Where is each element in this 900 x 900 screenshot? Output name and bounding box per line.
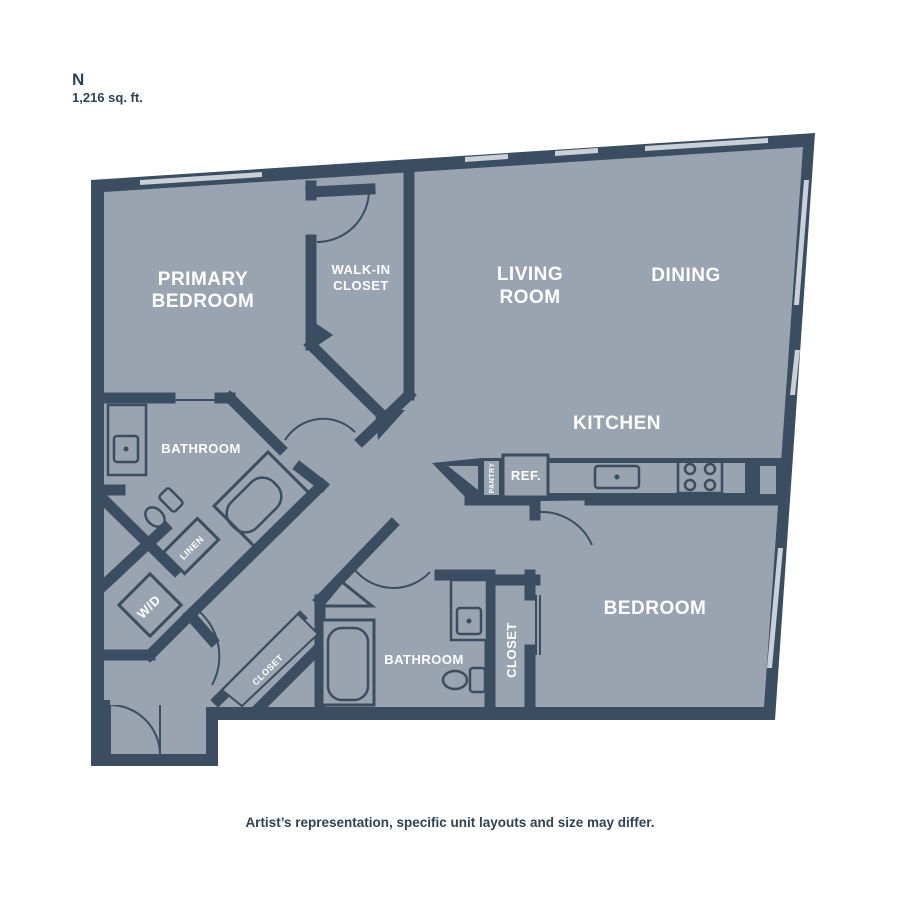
wall-wedge: [375, 410, 405, 440]
label-living-room: LIVING: [497, 264, 563, 285]
kitchen-column-inner: [760, 466, 776, 494]
bathroom-sink-icon: [112, 434, 140, 464]
wall-wedge: [311, 320, 333, 350]
bathroom-sink-icon: [455, 606, 483, 636]
floor-area: [104, 147, 803, 754]
drain-icon: [123, 446, 129, 452]
unit-area: 1,216 sq. ft.: [72, 90, 143, 105]
label-bedroom: BEDROOM: [604, 598, 707, 619]
label-bathroom-second: BATHROOM: [384, 652, 464, 667]
toilet-icon: [144, 487, 184, 528]
stove-icon: [676, 459, 724, 495]
wall-wedge: [318, 579, 377, 608]
label-walk-in-closet-2: CLOSET: [333, 278, 389, 293]
label-living-room-2: ROOM: [499, 287, 560, 308]
linen-cabinet: [161, 516, 221, 576]
counter-end: [448, 466, 478, 490]
bathtub-basin-icon: [326, 626, 370, 702]
counter-top: [547, 461, 747, 495]
windows: [140, 138, 809, 668]
hall-closet-box: [220, 612, 320, 708]
label-bathroom-primary: BATHROOM: [161, 441, 241, 456]
entry-wall: [104, 700, 110, 760]
label-refrigerator: REF.: [511, 468, 541, 483]
drain-icon: [614, 474, 620, 480]
interior-walls: [92, 169, 784, 715]
pantry-cabinet: [482, 459, 501, 497]
refrigerator-box: [501, 453, 550, 499]
bathtub-icon: [211, 449, 313, 551]
label-primary-bedroom-2: BEDROOM: [152, 291, 255, 312]
disclaimer-text: Artist’s representation, specific unit l…: [245, 815, 655, 830]
entry-closet: [104, 665, 204, 705]
toilet-icon: [441, 666, 487, 694]
label-primary-bedroom: PRIMARY: [158, 269, 248, 290]
label-closet-bedroom: CLOSET: [504, 622, 519, 678]
bathtub-basin-icon: [225, 476, 283, 534]
washer-dryer-box: [116, 571, 184, 639]
unit-code: N: [72, 70, 85, 89]
label-pantry: PANTRY: [489, 463, 496, 494]
door-swings: [109, 189, 593, 756]
label-kitchen: KITCHEN: [573, 413, 661, 434]
drain-icon: [466, 618, 472, 624]
label-walk-in-closet: WALK-IN: [331, 262, 390, 277]
label-dining: DINING: [651, 265, 721, 286]
kitchen-sink-icon: [593, 464, 641, 490]
